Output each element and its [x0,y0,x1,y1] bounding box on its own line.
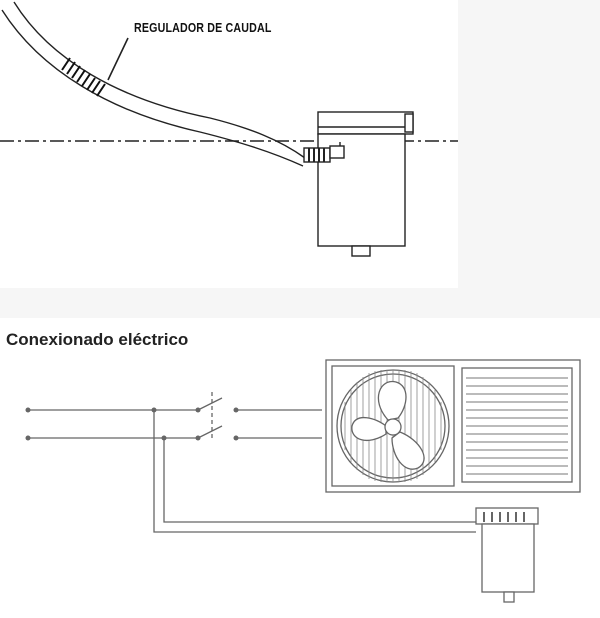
pump-lid [317,111,414,135]
condensate-pump-icon [475,507,539,603]
double-pole-switch-icon [197,392,223,440]
wiring-diagram [25,359,581,603]
terminal-dots [25,407,239,441]
flow-regulator-icon [61,57,106,97]
callout-leader-line [107,37,129,81]
ac-fan-frame [331,365,455,487]
pump-wire-1 [153,410,476,533]
flow-regulator-label: REGULADOR DE CAUDAL [134,20,272,35]
pump-lid-edge [404,113,414,133]
hose-outer-line [13,1,306,159]
hose-connector-icon [303,142,345,163]
fan-blade-icon [351,380,425,470]
hose-inner-line [1,9,304,167]
ac-louvre-panel [461,367,573,483]
pump-wire-2 [163,438,476,523]
top-hydraulic-diagram [0,1,458,257]
pump-outlet [351,245,371,257]
section-title: Conexionado eléctrico [6,330,189,349]
ac-louvre-lines [466,377,568,475]
